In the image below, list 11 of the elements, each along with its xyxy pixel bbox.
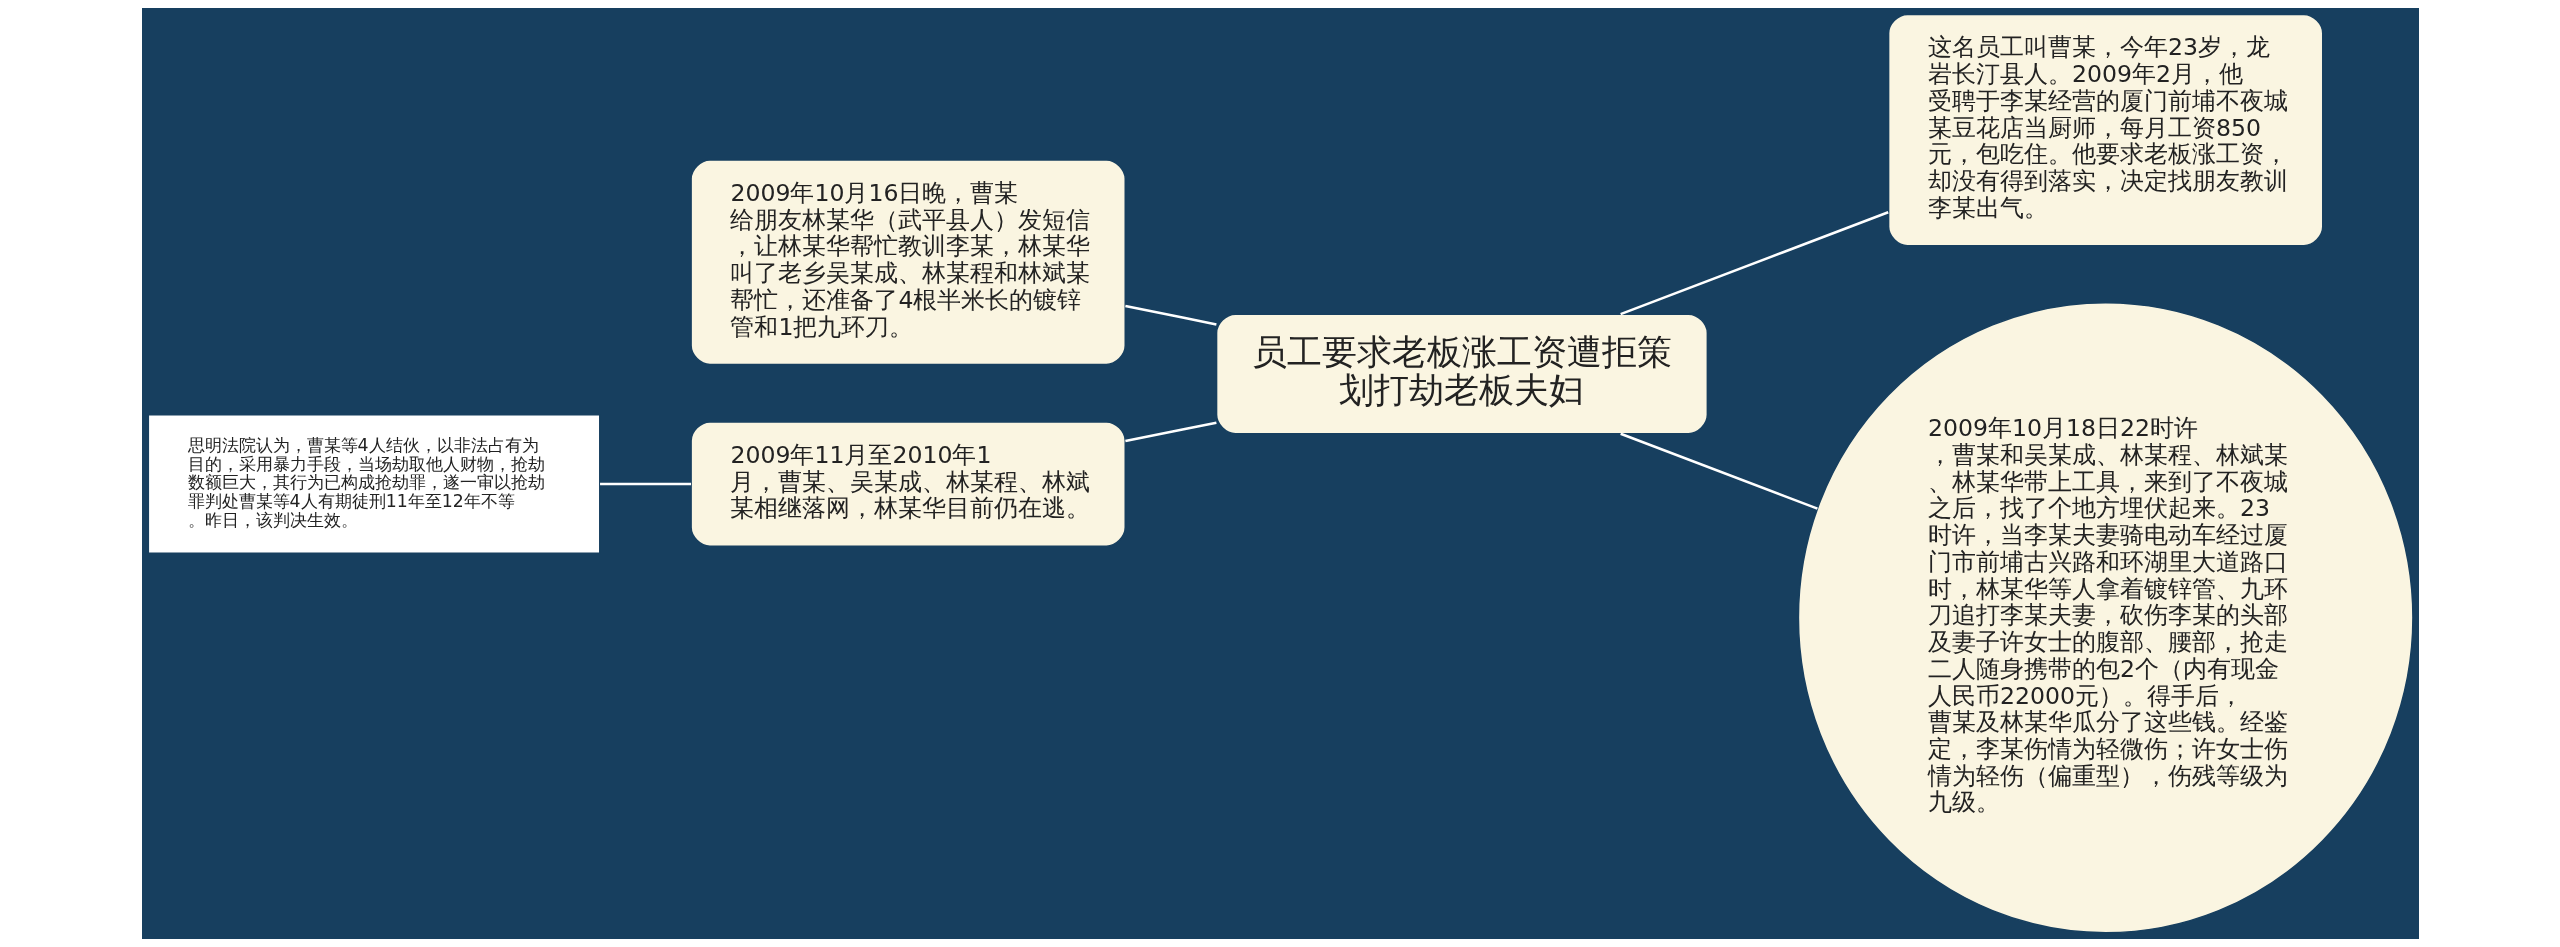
connector bbox=[599, 482, 691, 486]
connector bbox=[1619, 211, 1889, 316]
connector bbox=[1124, 304, 1217, 326]
connector bbox=[1124, 421, 1217, 443]
node-box: 2009年11月至2010年1月，曹某、吴某成、林某程、林斌某相继落网，林某华目前仍在逃。 bbox=[689, 421, 1126, 547]
connector bbox=[1619, 432, 1818, 510]
node-box: 这名员工叫曹某，今年23岁，龙岩长汀县人。2009年2月，他受聘于李某经营的厦门前埔不夜城某豆花店当厨师，每月工资850元，包吃住。他要求老板涨工资，却没有得到落实，决定找朋友教训李某出气。 bbox=[1887, 13, 2324, 247]
node-circle: 2009年10月18日22时许，曹某和吴某成、林某程、林斌某、林某华带上工具，来到了不夜城之后，找了个地方埋伏起来。23时许，当李某夫妻骑电动车经过厦门市前埔古兴路和环湖里大道路口时，林某华等人拿着镀锌管、九环刀追打李某夫妻，砍伤李某的头部及妻子许女士的腹部、腰部，抢走二人随身携带的包2个（内有现金人民币22000元）。得手后，曹某及林某华瓜分了这些钱。经鉴定，李某伤情为轻微伤；许女士伤情为轻伤（偏重型），伤残等级为九级。 bbox=[1797, 301, 2414, 934]
node-box: 2009年10月16日晚，曹某给朋友林某华（武平县人）发短信，让林某华帮忙教训李某，林某华叫了老乡吴某成、林某程和林斌某帮忙，还准备了4根半米长的镀锌管和1把九环刀。 bbox=[689, 159, 1126, 366]
node-box: 思明法院认为，曹某等4人结伙，以非法占有为目的，采用暴力手段，当场劫取他人财物，抢劫数额巨大，其行为已构成抢劫罪，遂一审以抢劫罪判处曹某等4人有期徒刑11年至12年不等。昨日，该判决生效。 bbox=[147, 414, 601, 555]
node-box: 员工要求老板涨工资遭拒策划打劫老板夫妇 bbox=[1215, 313, 1708, 435]
